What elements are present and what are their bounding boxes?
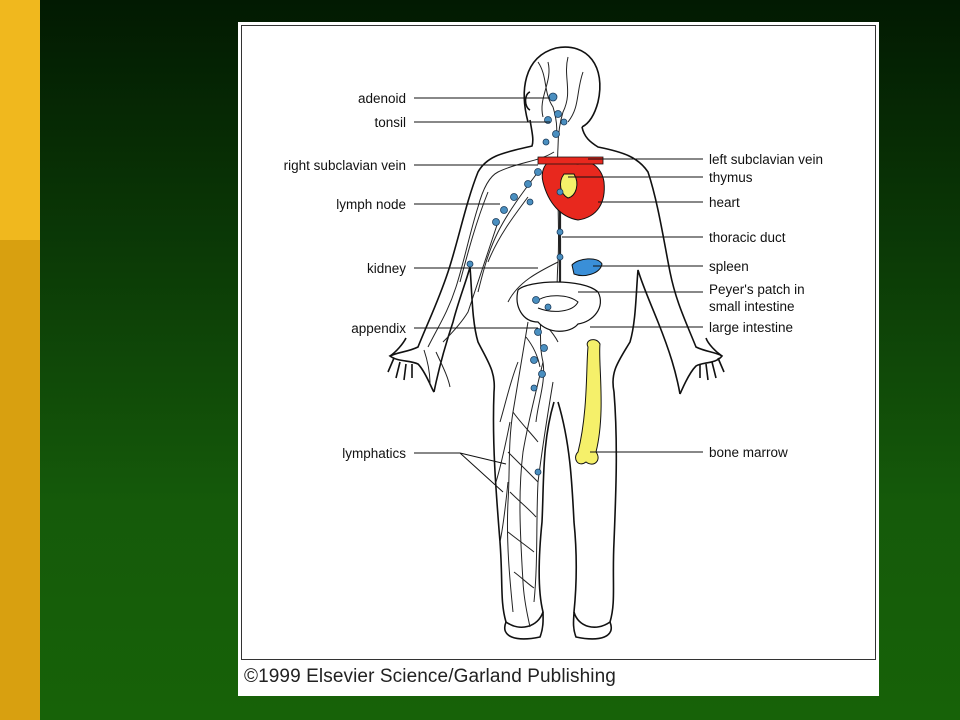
lymphatic-system-figure: adenoid tonsil right subclavian vein lym…: [238, 22, 879, 696]
label-bone-marrow: bone marrow: [709, 445, 788, 460]
spleen-shape: [571, 258, 603, 277]
label-lymph-node: lymph node: [336, 197, 406, 212]
subclavian-veins-shape: [537, 156, 604, 165]
bone-marrow-shape: [575, 339, 602, 465]
copyright-credit: ©1999 Elsevier Science/Garland Publishin…: [244, 666, 616, 687]
label-tonsil: tonsil: [374, 115, 406, 130]
label-right-subclavian-vein: right subclavian vein: [284, 158, 406, 173]
thymus-shape: [560, 173, 578, 199]
left-labels: adenoid tonsil right subclavian vein lym…: [284, 91, 407, 461]
leader-lines: [414, 97, 703, 493]
label-left-subclavian-vein: left subclavian vein: [709, 152, 823, 167]
label-peyers-patch-line2: small intestine: [709, 299, 795, 314]
accent-bar-top: [0, 0, 40, 240]
label-large-intestine: large intestine: [709, 320, 793, 335]
label-thoracic-duct: thoracic duct: [709, 230, 786, 245]
label-appendix: appendix: [351, 321, 406, 336]
accent-bar-bottom: [0, 240, 40, 720]
figure-frame: [241, 25, 876, 660]
label-heart: heart: [709, 195, 740, 210]
label-spleen: spleen: [709, 259, 749, 274]
right-labels: left subclavian vein thymus heart thorac…: [709, 152, 823, 460]
label-adenoid: adenoid: [358, 91, 406, 106]
body-diagram: adenoid tonsil right subclavian vein lym…: [284, 46, 823, 640]
intestine-shape: [516, 281, 601, 332]
lymphatic-vessels: [423, 56, 584, 628]
label-kidney: kidney: [367, 261, 406, 276]
label-lymphatics: lymphatics: [342, 446, 406, 461]
label-thymus: thymus: [709, 170, 753, 185]
label-peyers-patch-line1: Peyer's patch in: [709, 282, 805, 297]
body-outline: [387, 46, 725, 640]
organs: [516, 156, 605, 465]
